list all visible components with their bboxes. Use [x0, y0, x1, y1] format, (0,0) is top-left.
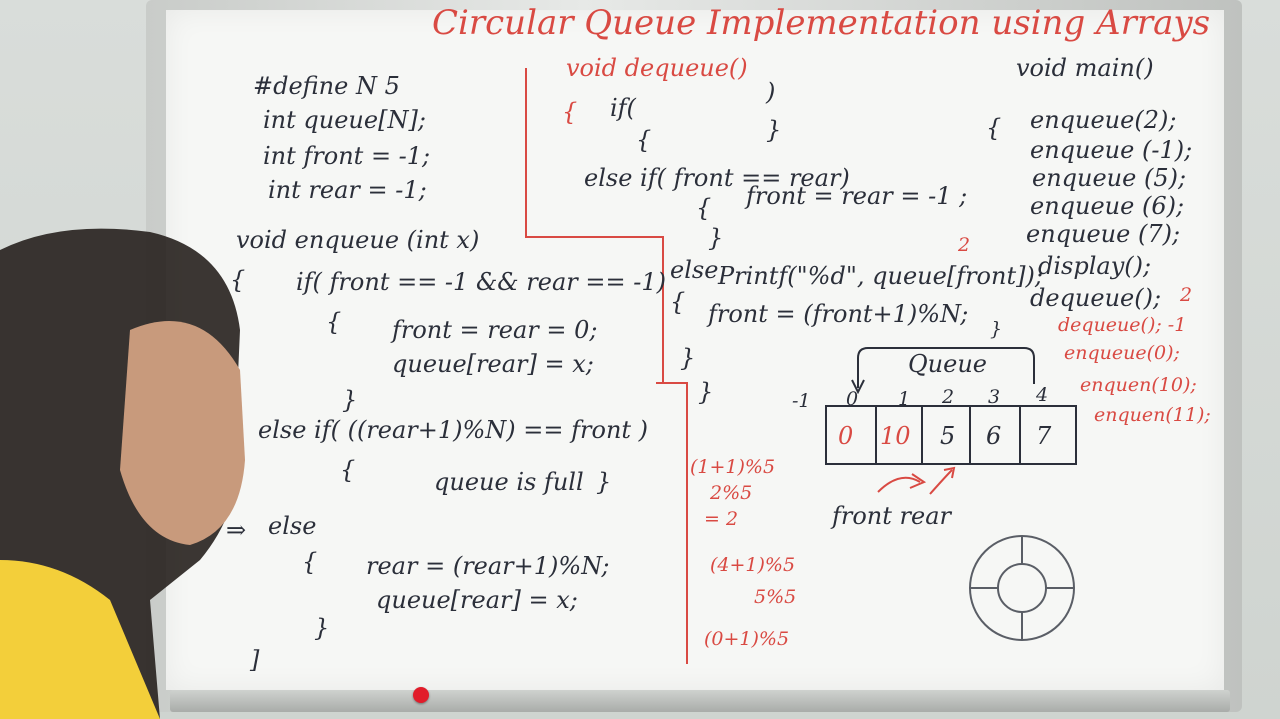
- note: 2: [1180, 284, 1193, 306]
- brace: }: [990, 318, 1003, 340]
- code-line: enqueue (5);: [1032, 164, 1187, 192]
- code-line: enquen(10);: [1080, 374, 1197, 396]
- queue-index: 4: [1036, 384, 1049, 406]
- queue-index: -1: [792, 390, 811, 412]
- code-line: enqueue (7);: [1026, 220, 1181, 248]
- rear-arrowhead: [943, 466, 956, 479]
- rear-arrow: [929, 469, 953, 495]
- queue-index: 1: [898, 388, 911, 410]
- code-line: enqueue(2);: [1030, 106, 1177, 134]
- queue-cell-value: 7: [1036, 422, 1052, 450]
- brace: {: [340, 456, 356, 484]
- divider-vertical-bottom: [686, 382, 688, 664]
- brace: {: [326, 308, 342, 336]
- divider-vertical-mid: [662, 236, 664, 384]
- code-line: enqueue (6);: [1030, 192, 1185, 220]
- divider-horizontal: [525, 236, 663, 238]
- code-line: else: [268, 512, 317, 540]
- brace: {: [636, 126, 652, 154]
- enqueue-signature: void enqueue (int x): [236, 226, 480, 254]
- brace: }: [314, 614, 330, 642]
- marker-tray: [170, 690, 1230, 712]
- bracket-arrowhead: [851, 379, 865, 395]
- code-line: front = rear = -1 ;: [746, 182, 968, 210]
- code-line: if(: [610, 94, 636, 122]
- code-line: else if( front == rear): [584, 164, 850, 192]
- queue-array-box: [825, 405, 1077, 465]
- person-yellow-top: [0, 560, 160, 719]
- code-line: queue[rear] = x;: [392, 350, 594, 378]
- brace: }: [680, 344, 696, 372]
- code-line: Printf("%d", queue[front]);: [718, 262, 1043, 290]
- brace: {: [670, 288, 686, 316]
- whiteboard: [166, 10, 1224, 690]
- brace: }: [342, 386, 358, 414]
- brace: {: [696, 194, 712, 222]
- divider-step: [656, 382, 686, 384]
- queue-index: 0: [846, 388, 859, 410]
- front-arrow: [877, 476, 921, 493]
- queue-cell-value: 5: [940, 422, 956, 450]
- code-line: rear = (rear+1)%N;: [366, 552, 610, 580]
- code-line: queue[rear] = x;: [376, 586, 578, 614]
- code-line: dequeue(); -1: [1058, 314, 1187, 336]
- red-magnet: [413, 687, 429, 703]
- scratch-line: 2%5: [710, 482, 753, 504]
- brace: }: [596, 468, 612, 496]
- note: 2: [958, 234, 971, 256]
- brace: {: [562, 98, 578, 126]
- code-line: front = (front+1)%N;: [708, 300, 969, 328]
- arrow-marker: ⇒: [226, 516, 247, 544]
- code-line: enquen(11);: [1094, 404, 1211, 426]
- dequeue-signature: void dequeue(): [566, 54, 748, 82]
- queue-index: 3: [988, 386, 1001, 408]
- pointer-labels: front rear: [832, 502, 951, 530]
- queue-bracket: [857, 347, 1035, 388]
- front-arrowhead: [909, 473, 927, 489]
- queue-cell-value: 0: [838, 422, 854, 450]
- code-line: if( front == -1 && rear == -1): [296, 268, 666, 296]
- brace: {: [302, 548, 318, 576]
- scratch-line: (1+1)%5: [690, 456, 776, 478]
- code-line: display();: [1038, 252, 1152, 280]
- code-line: int front = -1;: [263, 142, 431, 170]
- code-line: #define N 5: [253, 72, 400, 100]
- code-line: ): [766, 78, 776, 106]
- code-line: dequeue();: [1030, 284, 1162, 312]
- queue-cell-value: 10: [880, 422, 911, 450]
- code-line: front = rear = 0;: [392, 316, 598, 344]
- scratch-line: (4+1)%5: [710, 554, 796, 576]
- code-line: else if( ((rear+1)%N) == front ): [258, 416, 649, 444]
- brace: }: [766, 116, 782, 144]
- circular-queue-inner: [997, 563, 1047, 613]
- brace: {: [986, 114, 1002, 142]
- code-line: else: [670, 256, 719, 284]
- brace: }: [708, 224, 724, 252]
- queue-label: Queue: [908, 350, 987, 378]
- brace: ]: [250, 646, 260, 674]
- divider-vertical-top: [525, 68, 527, 238]
- code-line: enqueue(0);: [1064, 342, 1180, 364]
- scratch-line: 5%5: [754, 586, 797, 608]
- brace: {: [230, 266, 246, 294]
- code-line: int rear = -1;: [268, 176, 427, 204]
- scratch-line: = 2: [704, 508, 739, 530]
- person-face: [120, 321, 245, 545]
- queue-index: 2: [942, 386, 955, 408]
- code-line: enqueue (-1);: [1030, 136, 1193, 164]
- code-line: queue is full: [434, 468, 584, 496]
- queue-cell-value: 6: [986, 422, 1002, 450]
- main-signature: void main(): [1016, 54, 1154, 82]
- brace: }: [698, 378, 714, 406]
- scratch-line: (0+1)%5: [704, 628, 790, 650]
- board-title: Circular Queue Implementation using Arra…: [432, 3, 1211, 43]
- code-line: int queue[N];: [263, 106, 426, 134]
